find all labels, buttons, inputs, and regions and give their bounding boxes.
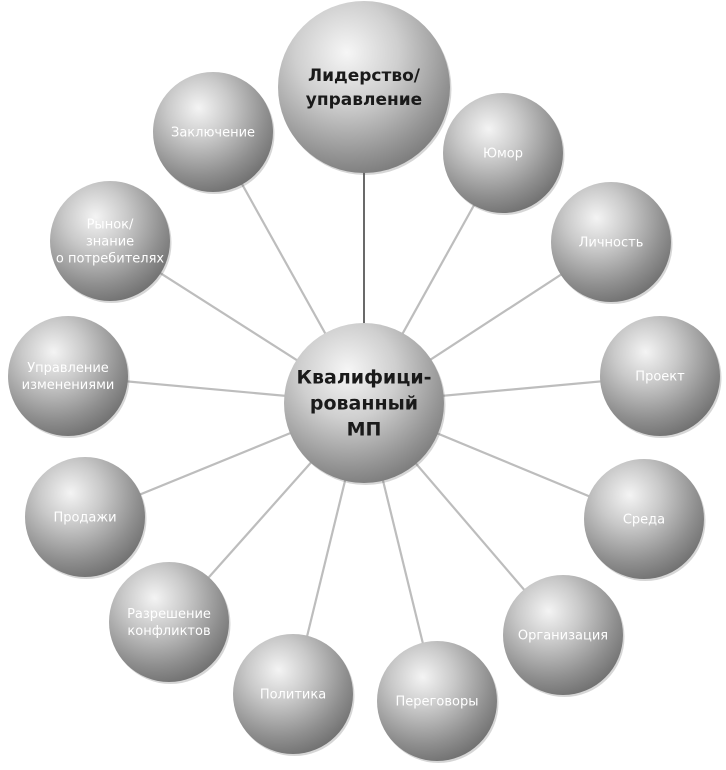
node-sphere: [25, 457, 145, 577]
node-politics: Политика: [233, 634, 355, 756]
node-label-line: рованный: [310, 393, 418, 415]
node-sphere: [8, 316, 128, 436]
node-label-line: МП: [347, 419, 382, 441]
node-label-line: Заключение: [171, 126, 255, 141]
node-label-politics: Политика: [260, 688, 326, 703]
node-label-leadership: Лидерство/управление: [306, 66, 422, 110]
node-group: Лидерство/управлениеЮморЛичностьПроектСр…: [8, 1, 722, 763]
node-change-management: Управление изменениями: [8, 316, 130, 438]
node-label-sales: Продажи: [53, 511, 116, 526]
node-sphere: [377, 641, 497, 761]
node-label-line: Личность: [579, 236, 644, 251]
node-personality: Личность: [551, 182, 673, 304]
node-conclusion: Заключение: [153, 72, 275, 194]
node-conflict-resolution: Разрешение конфликтов: [109, 562, 231, 684]
node-label-line: о потребителях: [56, 252, 165, 267]
node-label-line: конфликтов: [127, 624, 210, 639]
node-label-conclusion: Заключение: [171, 126, 255, 141]
node-leadership: Лидерство/управление: [278, 1, 452, 175]
node-sales: Продажи: [25, 457, 147, 579]
node-project: Проект: [600, 316, 722, 438]
node-label-line: Продажи: [53, 511, 116, 526]
node-label-conflict-resolution: Разрешение конфликтов: [127, 607, 211, 639]
node-label-humor: Юмор: [483, 147, 523, 162]
node-sphere: [443, 93, 563, 213]
node-sphere: [109, 562, 229, 682]
node-sphere: [278, 1, 450, 173]
node-environment: Среда: [584, 459, 706, 581]
node-label-environment: Среда: [623, 513, 665, 528]
node-label-line: Проект: [635, 370, 685, 385]
node-label-line: Среда: [623, 513, 665, 528]
node-market-knowledge: Рынок/знание о потребителях: [50, 181, 172, 303]
node-label-change-management: Управление изменениями: [22, 361, 115, 393]
node-label-line: Квалифици-: [296, 367, 431, 389]
node-organization: Организация: [503, 575, 625, 697]
node-label-market-knowledge: Рынок/знание о потребителях: [56, 218, 165, 267]
node-label-line: изменениями: [22, 378, 115, 393]
node-label-line: Разрешение: [127, 607, 211, 622]
node-label-line: Управление: [27, 361, 109, 376]
node-sphere: [551, 182, 671, 302]
node-label-negotiations: Переговоры: [396, 695, 479, 710]
node-sphere: [584, 459, 704, 579]
node-label-personality: Личность: [579, 236, 644, 251]
node-label-line: Организация: [518, 629, 608, 644]
node-label-line: управление: [306, 90, 422, 110]
node-label-line: знание: [86, 235, 134, 250]
node-label-line: Юмор: [483, 147, 523, 162]
node-sphere: [284, 323, 444, 483]
node-humor: Юмор: [443, 93, 565, 215]
node-sphere: [153, 72, 273, 192]
node-label-line: Переговоры: [396, 695, 479, 710]
node-label-line: Политика: [260, 688, 326, 703]
node-label-line: Лидерство/: [308, 66, 421, 86]
node-sphere: [233, 634, 353, 754]
node-label-project: Проект: [635, 370, 685, 385]
node-sphere: [50, 181, 170, 301]
node-sphere: [503, 575, 623, 695]
node-sphere: [600, 316, 720, 436]
node-label-organization: Организация: [518, 629, 608, 644]
node-label-line: Рынок/: [87, 218, 134, 233]
node-negotiations: Переговоры: [377, 641, 499, 763]
